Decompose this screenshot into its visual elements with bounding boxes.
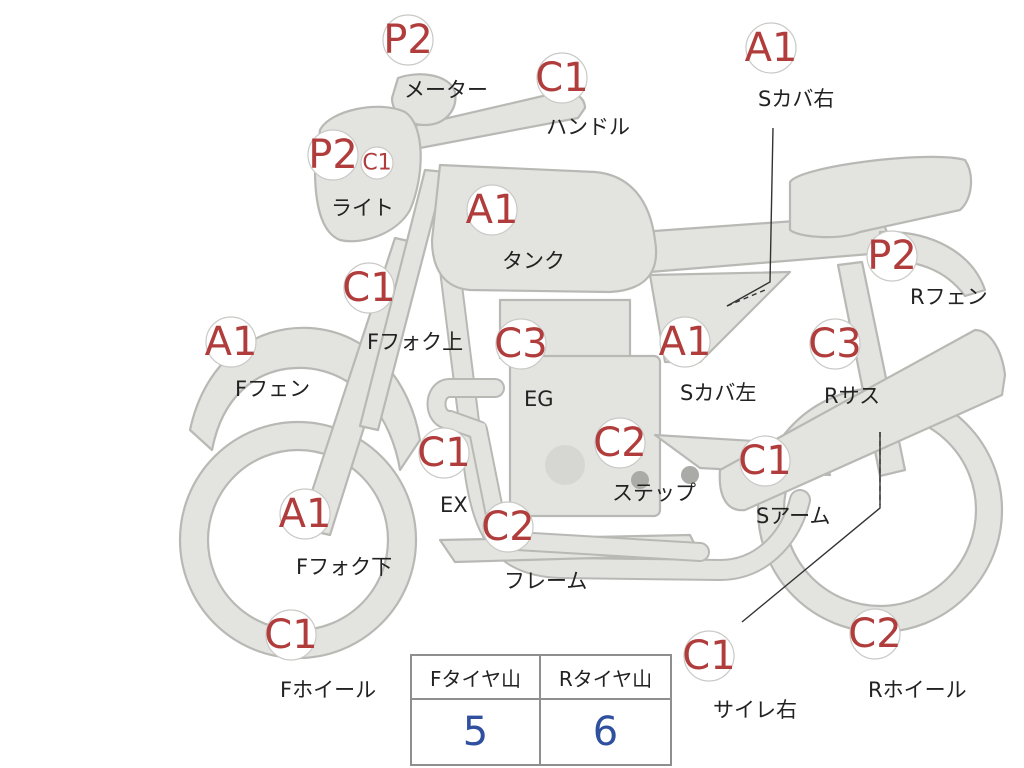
grade-badge-light: C1: [362, 151, 391, 176]
engine-cover-shape: [545, 445, 585, 485]
grade-badge-bg: [683, 630, 735, 682]
annotation-step: C2 ステップ: [593, 417, 696, 505]
part-label-side-cover-right: Sカバ右: [758, 87, 834, 111]
tire-tread-table: Fタイヤ山 Rタイヤ山 5 6: [410, 654, 672, 766]
grade-badge-meter: P2: [383, 17, 433, 63]
part-label-rear-fender: Rフェン: [910, 285, 988, 309]
front-tread-header: Fタイヤ山: [412, 656, 541, 700]
grade-badge-bg: [745, 22, 797, 74]
grade-badge-light: P2: [308, 132, 358, 178]
grade-badge-front-wheel: C1: [264, 612, 317, 658]
annotation-frame: C2 フレーム: [481, 501, 587, 593]
grade-badge-bg: [360, 146, 394, 180]
part-label-light: ライト: [331, 196, 394, 220]
step-peg-shape: [631, 471, 649, 489]
rear-tread-header: Rタイヤ山: [541, 656, 670, 700]
grade-badge-bg: [849, 608, 901, 660]
grade-badge-bg: [265, 609, 317, 661]
grade-badge-step: C2: [593, 420, 646, 466]
front-tread-value: 5: [412, 700, 541, 764]
annotation-meter: P2 メーター: [382, 14, 488, 102]
step-peg-shape-2: [681, 466, 699, 484]
part-label-silencer-right: サイレ右: [713, 698, 797, 722]
grade-badge-bg: [594, 417, 646, 469]
grade-badge-frame: C2: [481, 504, 534, 550]
grade-badge-bg: [659, 316, 711, 368]
annotation-tank: A1 タンク: [466, 184, 565, 273]
grade-badge-bg: [809, 318, 861, 370]
grade-badge-rear-fender: P2: [867, 233, 917, 279]
grade-badge-bg: [205, 316, 257, 368]
grade-badge-bg: [495, 318, 547, 370]
grade-badge-bg: [866, 230, 918, 282]
grade-badge-side-cover-left: A1: [659, 319, 712, 365]
leader-lines: [726, 127, 881, 623]
rear-tread-value: 6: [592, 709, 619, 755]
grade-badge-silencer-right: C1: [682, 633, 735, 679]
grade-badge-bg: [307, 129, 359, 181]
grade-badge-tank: A1: [466, 187, 519, 233]
grade-badge-front-fender: A1: [205, 319, 258, 365]
grade-badge-bg: [482, 501, 534, 553]
annotation-silencer-right: C1 サイレ右: [682, 630, 797, 722]
grade-badge-rear-wheel: C2: [848, 611, 901, 657]
grade-badge-exhaust: C1: [417, 430, 470, 476]
grade-badge-handle: C1: [535, 55, 588, 101]
annotation-handle: C1 ハンドル: [535, 52, 630, 139]
part-label-front-wheel: Fホイール: [280, 678, 376, 702]
part-label-rear-wheel: Rホイール: [868, 678, 967, 702]
grade-badge-front-fork-lower: A1: [279, 491, 332, 537]
muffler-shape: [718, 328, 1007, 512]
grade-badge-bg: [382, 14, 434, 66]
leader-silencer: [741, 432, 881, 623]
grade-badge-swing-arm: C1: [738, 438, 791, 484]
exhaust-pipe-inner: [428, 380, 708, 560]
part-label-frame: フレーム: [504, 569, 587, 593]
leader-sc-right-dash: [726, 289, 766, 307]
part-label-exhaust: EX: [440, 493, 468, 517]
grade-badge-rear-suspension: C3: [808, 321, 861, 367]
part-label-handle: ハンドル: [546, 115, 630, 139]
seat-shape: [788, 155, 973, 239]
part-label-meter: メーター: [404, 78, 488, 102]
part-label-swing-arm: Sアーム: [756, 504, 830, 528]
grade-badge-bg: [418, 427, 470, 479]
part-label-rear-suspension: Rサス: [824, 384, 880, 408]
part-label-step: ステップ: [612, 481, 696, 505]
grade-badge-front-fork-upper: C1: [342, 265, 395, 311]
part-label-front-fork-upper: Fフォク上: [367, 330, 463, 354]
grade-badge-bg: [536, 52, 588, 104]
grade-badge-bg: [279, 488, 331, 540]
frame-inner-shape: [431, 181, 809, 580]
grade-badge-side-cover-right: A1: [745, 25, 798, 71]
grade-badge-bg: [739, 435, 791, 487]
part-label-front-fender: Fフェン: [235, 377, 310, 401]
grade-badge-bg: [343, 262, 395, 314]
part-label-engine: EG: [524, 387, 554, 411]
part-label-tank: タンク: [502, 249, 565, 273]
grade-badge-bg: [466, 184, 518, 236]
part-label-front-fork-lower: Fフォク下: [296, 555, 392, 579]
leader-sc-right: [726, 127, 774, 307]
grade-badge-engine: C3: [494, 321, 547, 367]
part-label-side-cover-left: Sカバ左: [680, 381, 756, 405]
